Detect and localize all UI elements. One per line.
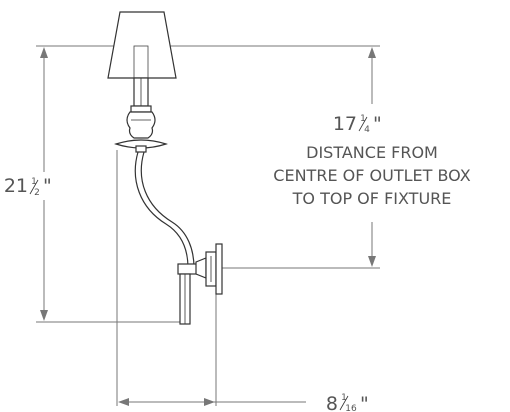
height-denominator: 2 — [34, 188, 40, 198]
drip-plate — [114, 139, 168, 149]
sconce-illustration — [107, 11, 223, 325]
curved-arm — [134, 151, 189, 269]
height-unit: " — [43, 175, 52, 197]
candle-cup — [126, 111, 156, 139]
note-line-1: DISTANCE FROM — [306, 143, 438, 162]
top-arrow-down — [368, 256, 376, 267]
height-fraction-bar — [29, 179, 39, 195]
note-line-2: CENTRE OF OUTLET BOX — [273, 166, 470, 185]
top-fraction-bar — [358, 116, 368, 132]
depth-unit: " — [360, 393, 369, 412]
depth-fraction-bar — [339, 395, 349, 411]
arm-connector — [195, 257, 207, 279]
depth-numerator: 1 — [341, 393, 347, 403]
height-arrow-top — [40, 47, 48, 58]
depth-whole: 8 — [326, 393, 338, 412]
depth-denominator: 16 — [345, 404, 357, 412]
lamp-shade — [107, 11, 177, 79]
height-whole: 21 — [4, 175, 28, 197]
note-line-3: TO TOP OF FIXTURE — [292, 189, 452, 208]
top-unit: " — [373, 113, 382, 135]
depth-arrow-left — [118, 398, 129, 406]
top-denominator: 4 — [364, 125, 370, 135]
depth-arrow-right — [204, 398, 215, 406]
top-whole: 17 — [333, 113, 357, 135]
height-numerator: 1 — [31, 177, 37, 187]
height-arrow-bottom — [40, 310, 48, 321]
top-numerator: 1 — [360, 114, 366, 124]
top-arrow-up — [368, 47, 376, 58]
